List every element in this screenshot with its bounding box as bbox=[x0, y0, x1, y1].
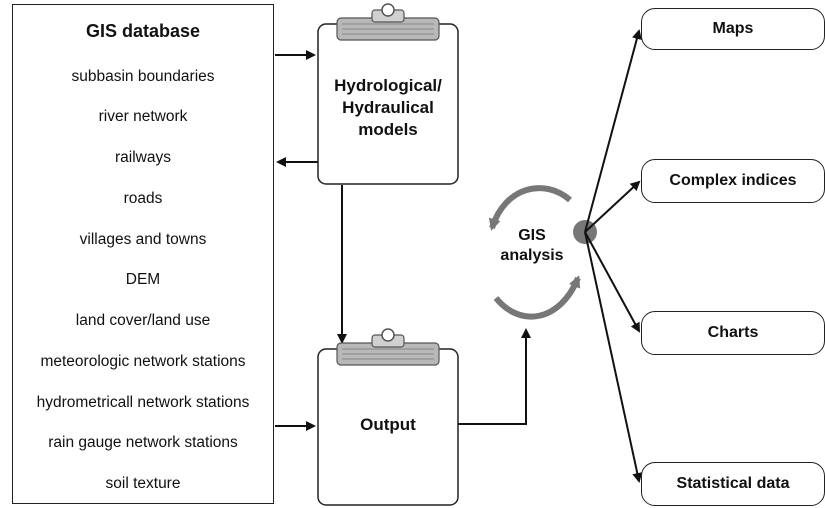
db-item-villages: villages and towns bbox=[79, 231, 207, 248]
arrow-hub-to-charts bbox=[584, 231, 640, 333]
gis-analysis-label: GIS analysis bbox=[488, 226, 576, 266]
models-label: Hydrological/ Hydraulical models bbox=[318, 75, 458, 141]
complex-indices-box: Complex indices bbox=[641, 159, 825, 203]
db-item-rain-gauge: rain gauge network stations bbox=[48, 434, 238, 451]
models-line-1: Hydrological/ bbox=[334, 76, 442, 95]
arrow-hub-to-maps bbox=[584, 29, 642, 233]
db-item-hydrometric: hydrometricall network stations bbox=[36, 394, 250, 411]
db-item-dem: DEM bbox=[125, 271, 161, 288]
db-item-river: river network bbox=[98, 108, 188, 125]
db-item-meteorologic: meteorologic network stations bbox=[40, 353, 246, 370]
gis-analysis-line-2: analysis bbox=[500, 247, 564, 264]
db-item-roads: roads bbox=[123, 190, 163, 207]
statistical-data-box: Statistical data bbox=[641, 462, 825, 506]
cycle-arrow-top bbox=[488, 185, 572, 231]
arrow-output-to-analysis bbox=[458, 328, 531, 425]
gis-database-box: GIS database subbasin boundaries river n… bbox=[12, 4, 274, 504]
models-clipboard bbox=[317, 3, 459, 185]
charts-box: Charts bbox=[641, 311, 825, 355]
maps-box: Maps bbox=[641, 8, 825, 50]
gis-analysis-line-1: GIS bbox=[518, 227, 546, 244]
models-line-3: models bbox=[358, 120, 418, 139]
arrow-hub-to-statistical bbox=[584, 231, 643, 483]
output-clipboard bbox=[317, 328, 459, 506]
models-line-2: Hydraulical bbox=[342, 98, 434, 117]
db-item-railways: railways bbox=[115, 149, 171, 166]
output-label: Output bbox=[360, 415, 416, 434]
cycle-arrow-bottom bbox=[493, 275, 581, 320]
arrow-hub-to-indices bbox=[584, 180, 641, 233]
db-item-soil: soil texture bbox=[105, 475, 181, 492]
gis-database-title: GIS database bbox=[85, 21, 201, 41]
db-item-subbasin: subbasin boundaries bbox=[71, 68, 215, 85]
db-item-land-cover: land cover/land use bbox=[75, 312, 211, 329]
